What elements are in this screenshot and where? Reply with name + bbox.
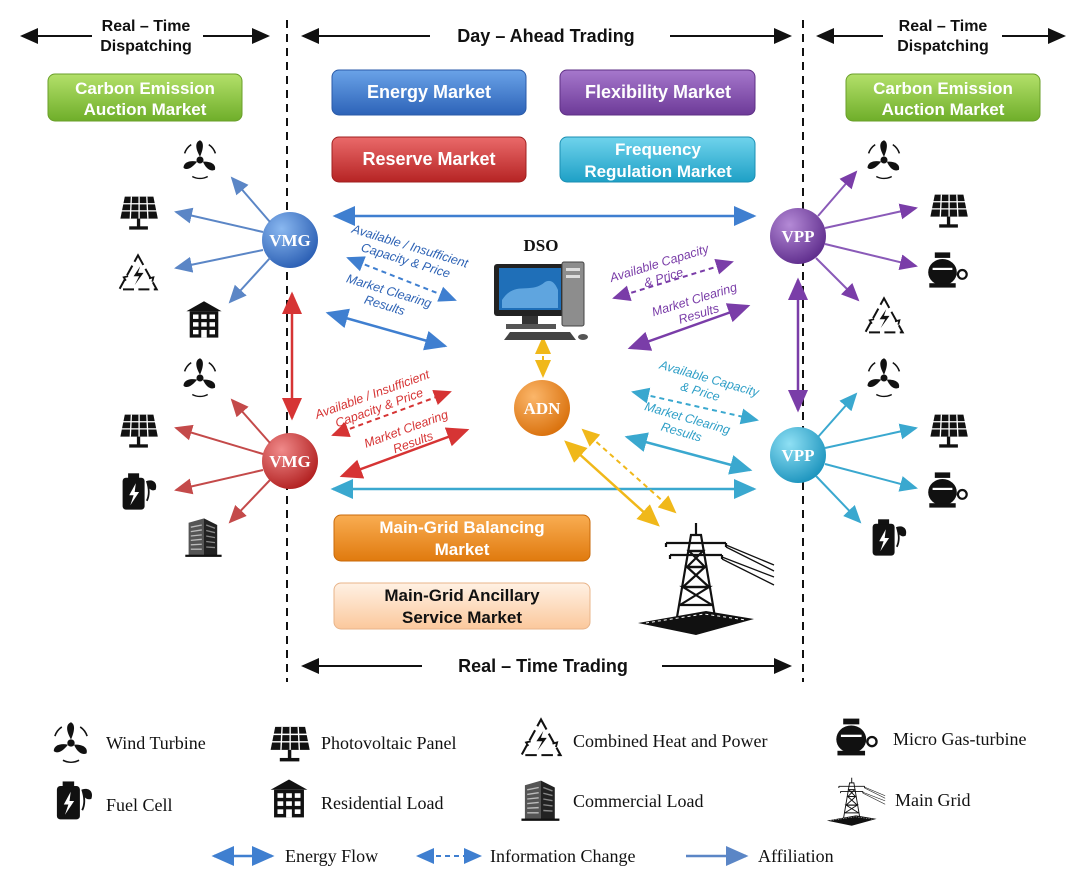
legend-fuel-label: Fuel Cell	[106, 795, 173, 815]
legend-mgt-label: Micro Gas-turbine	[893, 729, 1026, 749]
vmg-bottom-affiliations	[174, 398, 271, 524]
legend-res-label: Residential Load	[321, 793, 443, 813]
carbon-left-line1: Carbon Emission	[75, 79, 215, 98]
legend-chp-label: Combined Heat and Power	[573, 731, 767, 751]
frequency-market: Frequency Regulation Market	[559, 136, 756, 183]
legend: Wind Turbine Photovoltaic Panel Combined…	[52, 717, 1026, 866]
ancillary-market: Main-Grid Ancillary Service Market	[333, 582, 591, 630]
energy-market: Energy Market	[331, 69, 527, 116]
legend-info-change-label: Information Change	[490, 846, 635, 866]
dso-computer-icon: DSO	[494, 236, 588, 340]
vpp-top-chp-icon	[864, 297, 904, 334]
info-flow-vmg1-dso	[346, 256, 457, 302]
energy-flow-vmg1-dso	[325, 308, 448, 351]
vpp-bottom-fuel-cell-icon	[871, 518, 908, 557]
info-flow-adn-grid	[581, 428, 677, 514]
ancillary-line2: Service Market	[402, 608, 522, 627]
vmg-top-wind-turbine-icon	[182, 139, 217, 180]
vmg-bottom-label: VMG	[269, 452, 311, 471]
legend-grid-label: Main Grid	[895, 790, 971, 810]
vmg-bottom-wind-turbine-icon	[182, 357, 217, 398]
vpp-top-node: VPP	[770, 208, 826, 264]
carbon-left-line2: Auction Market	[84, 100, 207, 119]
rt-dispatch-right-line2: Dispatching	[897, 38, 989, 55]
vmg-top-residential-load-icon	[186, 301, 222, 338]
rt-dispatch-right-line1: Real – Time	[899, 18, 988, 35]
balancing-line2: Market	[435, 540, 490, 559]
frequency-line1: Frequency	[615, 140, 702, 159]
reserve-market-label: Reserve Market	[362, 149, 495, 169]
energy-flow-vmg2-dso	[339, 427, 470, 479]
vmg-bottom-commercial-load-icon	[184, 517, 223, 558]
vmg-bottom-node: VMG	[262, 433, 318, 489]
legend-pv-panel-icon	[269, 726, 311, 763]
real-time-trading-title: Real – Time Trading	[458, 656, 628, 676]
legend-micro-gas-turbine-icon	[835, 717, 878, 757]
vmg-bottom-pv-panel-icon	[119, 413, 159, 449]
balancing-market: Main-Grid Balancing Market	[333, 514, 591, 562]
vpp-bottom-node: VPP	[770, 427, 826, 483]
adn-node: ADN	[514, 380, 570, 436]
legend-wind-label: Wind Turbine	[106, 733, 206, 753]
vmg-top-pv-panel-icon	[119, 195, 159, 231]
balancing-line1: Main-Grid Balancing	[379, 518, 544, 537]
flexibility-market-label: Flexibility Market	[585, 82, 731, 102]
energy-market-label: Energy Market	[367, 82, 491, 102]
rt-dispatch-left-line2: Dispatching	[100, 38, 192, 55]
legend-wind-turbine-icon	[52, 721, 88, 764]
rt-dispatch-left-line1: Real – Time	[102, 18, 191, 35]
vpp-top-micro-gas-turbine-icon	[927, 251, 968, 289]
vmg-top-chp-icon	[118, 254, 158, 291]
vmg-top-node: VMG	[262, 212, 318, 268]
vpp-top-label: VPP	[781, 227, 814, 246]
vpp-bottom-wind-turbine-icon	[866, 357, 901, 398]
vpp-bottom-pv-panel-icon	[929, 413, 969, 449]
carbon-market-right: Carbon Emission Auction Market	[845, 73, 1041, 122]
legend-chp-icon	[520, 718, 562, 757]
vpp-bottom-label: VPP	[781, 446, 814, 465]
energy-flow-vpp2-dso	[624, 432, 753, 475]
frequency-line2: Regulation Market	[584, 162, 732, 181]
legend-energy-flow-label: Energy Flow	[285, 846, 378, 866]
carbon-right-line2: Auction Market	[882, 100, 1005, 119]
legend-pv-label: Photovoltaic Panel	[321, 733, 456, 753]
header-arrows	[20, 28, 1066, 674]
legend-commercial-load-icon	[520, 779, 561, 822]
legend-main-grid-icon	[826, 777, 886, 826]
vmg-top-label: VMG	[269, 231, 311, 250]
carbon-market-left: Carbon Emission Auction Market	[47, 73, 243, 122]
vpp-top-wind-turbine-icon	[866, 139, 901, 180]
legend-affiliation-label: Affiliation	[758, 846, 834, 866]
legend-com-label: Commercial Load	[573, 791, 703, 811]
vpp-top-pv-panel-icon	[929, 193, 969, 229]
info-flow-vpp1-dso	[612, 259, 734, 301]
vpp-top-affiliations	[815, 170, 918, 302]
energy-flow-vpp1-dso	[627, 303, 751, 351]
vpp-bottom-affiliations	[815, 392, 918, 524]
flexibility-market: Flexibility Market	[559, 69, 756, 116]
carbon-right-line1: Carbon Emission	[873, 79, 1013, 98]
vmg-bottom-fuel-cell-icon	[121, 472, 158, 511]
dso-label: DSO	[524, 236, 559, 255]
vpp-bottom-micro-gas-turbine-icon	[927, 471, 968, 509]
legend-residential-load-icon	[270, 779, 308, 818]
reserve-market: Reserve Market	[331, 136, 527, 183]
ancillary-line1: Main-Grid Ancillary	[384, 586, 540, 605]
legend-fuel-cell-icon	[55, 780, 93, 821]
vmg-top-affiliations	[174, 176, 271, 304]
main-grid-tower-icon	[636, 521, 776, 635]
day-ahead-title: Day – Ahead Trading	[457, 26, 634, 46]
adn-label: ADN	[524, 399, 562, 418]
info-flow-vpp2-dso	[631, 387, 759, 425]
